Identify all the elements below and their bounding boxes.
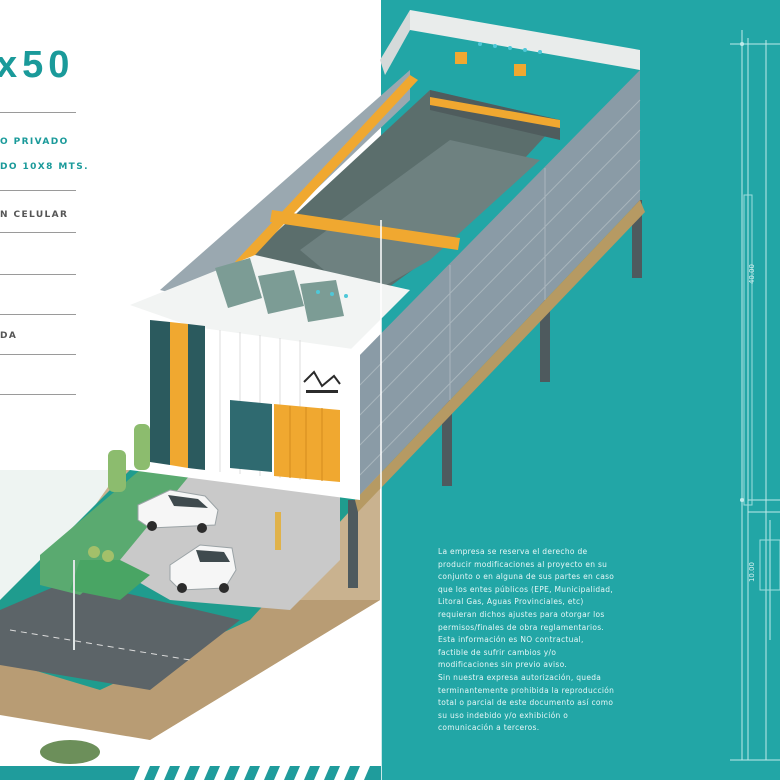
disclaimer-line: factible de sufrir cambios y/o	[438, 647, 557, 657]
feature-cellular: N CELULAR	[0, 210, 69, 220]
disclaimer-line: terminantemente prohibida la reproducció…	[438, 685, 615, 695]
feature-size: DO 10X8 MTS.	[0, 162, 89, 172]
divider	[0, 394, 76, 395]
disclaimer-line: requieran dichos ajustes para otorgar lo…	[438, 609, 605, 619]
disclaimer-line: que los entes públicos (EPE, Municipalid…	[438, 584, 614, 594]
feature-private: O PRIVADO	[0, 137, 69, 147]
divider	[0, 314, 76, 315]
disclaimer-line: La empresa se reserva el derecho de	[438, 547, 588, 556]
legal-disclaimer: La empresa se reserva el derecho de prod…	[438, 546, 648, 735]
disclaimer-line: permisos/finales de obra reglamentarios.	[438, 622, 605, 632]
car-2	[169, 544, 237, 593]
divider	[0, 274, 76, 275]
divider	[0, 112, 76, 113]
disclaimer-line: producir modificaciones al proyecto en s…	[438, 559, 608, 569]
page-title: x50	[0, 44, 75, 86]
disclaimer-line: modificaciones sin previo aviso.	[438, 660, 568, 670]
disclaimer-line: comunicación a terceros.	[438, 723, 540, 733]
divider	[0, 354, 76, 355]
disclaimer-line: su uso indebido y/o exhibición o	[438, 710, 569, 720]
car-1	[137, 489, 219, 533]
divider	[0, 190, 76, 191]
disclaimer-line: total o parcial de este documento así co…	[438, 698, 614, 708]
disclaimer-line: Sin nuestra expresa autorización, queda	[438, 672, 602, 682]
feature-da: DA	[0, 331, 18, 341]
disclaimer-line: Litoral Gas, Aguas Provinciales, etc)	[438, 597, 584, 607]
divider	[0, 232, 76, 233]
disclaimer-line: Esta información es NO contractual,	[438, 635, 584, 645]
disclaimer-line: conjunto o en alguna de sus partes en ca…	[438, 572, 615, 582]
